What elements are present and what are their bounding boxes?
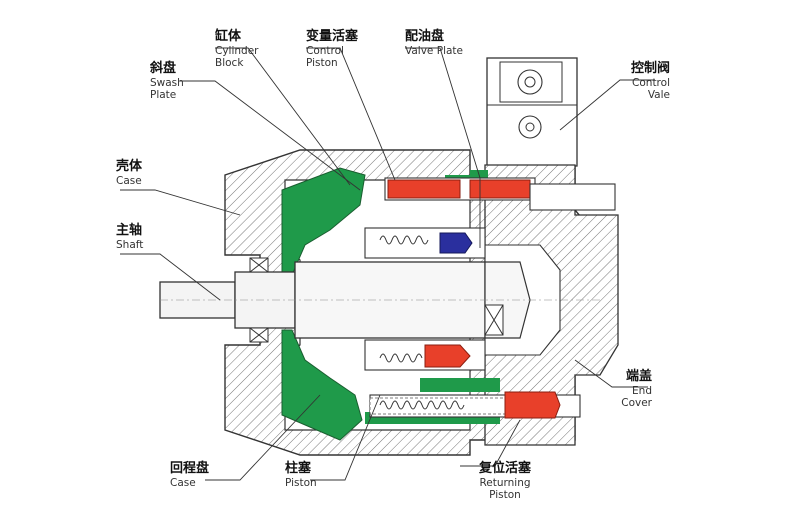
label-shaft-en1: Shaft: [116, 238, 144, 251]
label-control-valve-en2: Vale: [647, 89, 670, 101]
label-shaft-zh: 主轴: [116, 223, 143, 238]
label-returning-piston-en1: Returning: [479, 476, 531, 489]
returning-piston: [369, 391, 581, 419]
label-control-piston-en2: Piston: [306, 57, 338, 69]
label-control-valve-zh: 控制阀: [630, 61, 670, 76]
label-return-plate-zh: 回程盘: [170, 461, 210, 476]
label-swash-plate-en1: Swash: [150, 76, 184, 89]
label-case-top: 壳体 Case: [116, 159, 143, 187]
label-shaft: 主轴 Shaft: [116, 223, 144, 251]
label-case-top-zh: 壳体: [116, 159, 143, 174]
label-end-cover-en1: End: [632, 384, 652, 397]
label-returning-piston-zh: 复位活塞: [478, 461, 531, 476]
label-end-cover-zh: 端盖: [625, 369, 652, 384]
label-swash-plate-en2: Plate: [150, 89, 177, 101]
label-piston: 柱塞 Piston: [285, 461, 317, 489]
swash-plate-green: [281, 167, 500, 441]
label-valve-plate: 配油盘 Valve Plate: [405, 29, 463, 57]
label-end-cover: 端盖 End Cover: [612, 369, 652, 409]
label-cylinder-block: 缸体 Cylinder Block: [215, 29, 259, 69]
label-control-piston: 变量活塞 Control Piston: [306, 29, 359, 69]
label-return-plate-en1: Case: [170, 476, 196, 489]
label-control-valve-en1: Control: [632, 76, 670, 89]
label-cylinder-block-en1: Cylinder: [215, 44, 259, 57]
label-piston-zh: 柱塞: [285, 461, 312, 476]
label-returning-piston-en2: Piston: [489, 489, 521, 501]
label-piston-en1: Piston: [285, 476, 317, 489]
cylinder-block: [364, 227, 486, 371]
label-control-piston-en1: Control: [306, 44, 344, 57]
label-return-plate: 回程盘 Case: [170, 461, 210, 489]
label-cylinder-block-zh: 缸体: [215, 29, 242, 44]
label-swash-plate: 斜盘 Swash Plate: [150, 61, 184, 101]
label-case-top-en1: Case: [116, 174, 142, 187]
label-valve-plate-en1: Valve Plate: [405, 44, 463, 57]
label-control-piston-zh: 变量活塞: [306, 29, 359, 44]
control-valve-block: [486, 57, 578, 167]
label-swash-plate-zh: 斜盘: [150, 61, 177, 76]
label-control-valve: 控制阀 Control Vale: [610, 61, 670, 101]
label-returning-piston: 复位活塞 Returning Piston: [465, 461, 545, 501]
bearings: [249, 257, 504, 343]
label-cylinder-block-en2: Block: [215, 57, 244, 69]
label-valve-plate-zh: 配油盘: [405, 29, 445, 44]
leader-lines: [120, 47, 655, 481]
label-end-cover-en2: Cover: [621, 397, 652, 409]
control-piston: [384, 177, 616, 211]
springs: [379, 235, 465, 410]
main-shaft: [159, 261, 600, 339]
